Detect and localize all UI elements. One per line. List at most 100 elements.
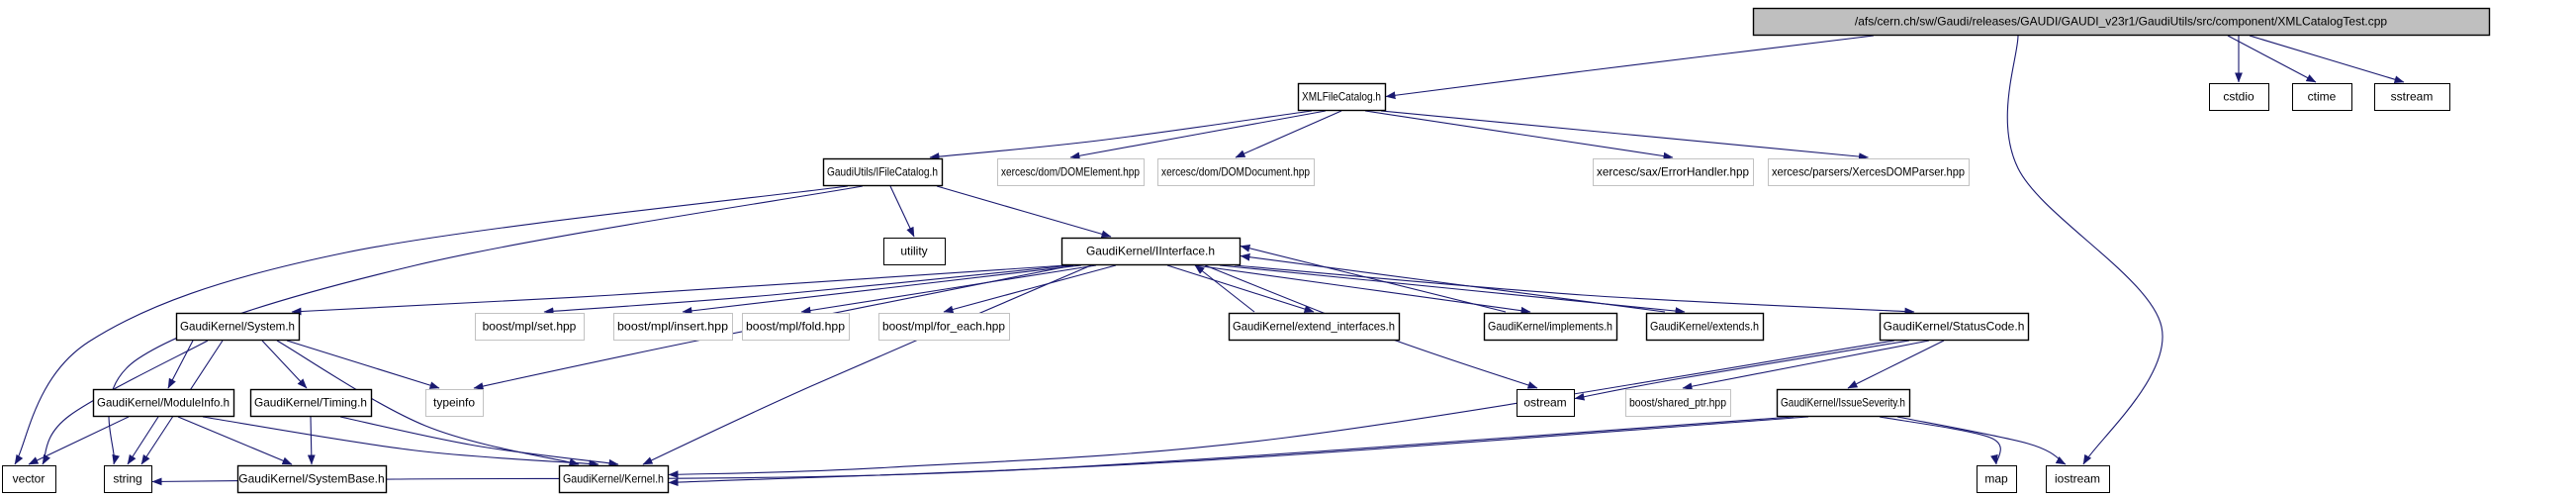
edge-status-sharedptr [1682,340,1930,391]
node-ifc[interactable]: GaudiUtils/IFileCatalog.h [822,157,944,187]
node-box-status[interactable] [1879,312,2030,342]
node-label-ostream: ostream [1523,396,1566,410]
edge-system-modinfo [167,340,194,389]
node-box-mplinsert [613,313,733,341]
node-label-ifc: GaudiUtils/IFileCatalog.h [827,165,938,179]
node-box-sysbase[interactable] [236,464,388,494]
node-box-cstdio [2209,83,2269,111]
edge-ifc-iif [936,185,1112,239]
node-box-xmlfc[interactable] [1297,82,1387,112]
node-ctime: ctime [2292,83,2352,111]
edge-status-issue [1847,340,1945,389]
node-domel: xercesc/dom/DOMElement.hpp [997,158,1145,186]
node-label-sstream: sstream [2391,90,2434,104]
edge-iif-kernel [642,264,1092,465]
node-iif[interactable]: GaudiKernel/IInterface.h [1060,237,1242,266]
node-box-ostream [1517,389,1575,417]
node-box-modinfo[interactable] [92,388,235,418]
edge-iif-status [1234,264,1915,316]
node-box-iif[interactable] [1060,237,1242,266]
edge-main-ctime [2227,35,2317,83]
node-xmlfc[interactable]: XMLFileCatalog.h [1297,82,1387,112]
node-box-string [104,465,152,493]
node-modinfo[interactable]: GaudiKernel/ModuleInfo.h [92,388,235,418]
node-label-typeinfo: typeinfo [433,396,475,410]
node-label-mplforeach: boost/mpl/for_each.hpp [882,320,1005,334]
node-issue[interactable]: GaudiKernel/IssueSeverity.h [1776,388,1911,418]
node-iostream: iostream [2046,465,2110,493]
node-box-timing[interactable] [249,388,373,418]
node-label-mplinsert: boost/mpl/insert.hpp [617,320,728,334]
edge-ifc-vector [14,185,849,465]
node-sharedptr: boost/shared_ptr.hpp [1625,389,1731,417]
edge-status-kernel [668,340,1895,479]
edge-main-iostream [2006,35,2163,465]
edge-system-typeinfo [286,340,440,389]
node-box-extif[interactable] [1228,312,1401,342]
edge-iif-ext [1219,264,1686,315]
node-vector: vector [2,465,56,493]
node-label-iostream: iostream [2055,472,2100,486]
node-label-kernel: GaudiKernel/Kernel.h [563,472,664,486]
node-errh: xercesc/sax/ErrorHandler.hpp [1593,158,1754,186]
edge-issue-map [1879,416,2001,465]
node-sysbase[interactable]: GaudiKernel/SystemBase.h [236,464,388,494]
edge-xmlfc-domdoc [1235,110,1342,158]
edge-xmlfc-xdomp [1380,110,1869,160]
node-label-domdoc: xercesc/dom/DOMDocument.hpp [1161,165,1310,179]
node-label-extif: GaudiKernel/extend_interfaces.h [1233,320,1395,334]
node-box-map [1977,465,2017,493]
edge-xmlfc-ifc [929,110,1313,160]
node-label-issue: GaudiKernel/IssueSeverity.h [1781,396,1905,410]
edge-iif-system [291,264,1067,316]
nodes-layer: /afs/cern.ch/sw/Gaudi/releases/GAUDI/GAU… [2,7,2491,494]
node-mplset: boost/mpl/set.hpp [475,313,585,341]
node-label-mplset: boost/mpl/set.hpp [483,320,577,334]
node-ext[interactable]: GaudiKernel/extends.h [1645,312,1765,342]
node-label-cstdio: cstdio [2223,90,2254,104]
edge-system-timing [261,340,308,389]
node-status[interactable]: GaudiKernel/StatusCode.h [1879,312,2030,342]
node-box-kernel[interactable] [558,464,670,494]
node-mplinsert: boost/mpl/insert.hpp [613,313,733,341]
node-label-sharedptr: boost/shared_ptr.hpp [1629,396,1726,410]
node-extif[interactable]: GaudiKernel/extend_interfaces.h [1228,312,1401,342]
edge-modinfo-kernel [202,416,599,468]
node-impl[interactable]: GaudiKernel/implements.h [1483,312,1618,342]
edge-iif-mplset [543,264,1072,316]
node-box-iostream [2046,465,2110,493]
node-box-mplforeach [878,313,1010,341]
edge-modinfo-sysbase [177,416,293,465]
node-label-system: GaudiKernel/System.h [180,320,295,334]
node-kernel[interactable]: GaudiKernel/Kernel.h [558,464,670,494]
edge-timing-kernel [339,416,619,467]
node-box-xdomp [1768,158,1970,186]
node-box-main [1752,7,2491,37]
node-box-impl[interactable] [1483,312,1618,342]
node-label-sysbase: GaudiKernel/SystemBase.h [238,472,384,486]
edge-iif-mplfold [800,264,1097,315]
node-box-issue[interactable] [1776,388,1911,418]
node-box-ifc[interactable] [822,157,944,187]
node-box-typeinfo [425,389,484,417]
node-system[interactable]: GaudiKernel/System.h [175,312,301,342]
node-timing[interactable]: GaudiKernel/Timing.h [249,388,373,418]
node-box-system[interactable] [175,312,301,342]
node-label-map: map [1984,472,2008,486]
edge-modinfo-vector [28,416,130,465]
edge-system-vector [42,340,209,465]
node-box-errh [1593,158,1754,186]
node-typeinfo: typeinfo [425,389,484,417]
node-box-ext[interactable] [1645,312,1765,342]
node-label-impl: GaudiKernel/implements.h [1488,320,1612,334]
node-box-ctime [2292,83,2352,111]
node-label-mplfold: boost/mpl/fold.hpp [746,320,845,334]
edge-extif-iif [1194,264,1255,313]
node-label-status: GaudiKernel/StatusCode.h [1884,320,2025,334]
node-label-domel: xercesc/dom/DOMElement.hpp [1001,165,1140,179]
node-label-vector: vector [13,472,46,486]
node-main: /afs/cern.ch/sw/Gaudi/releases/GAUDI/GAU… [1752,7,2491,37]
edge-issue-iostream [1896,416,2067,465]
